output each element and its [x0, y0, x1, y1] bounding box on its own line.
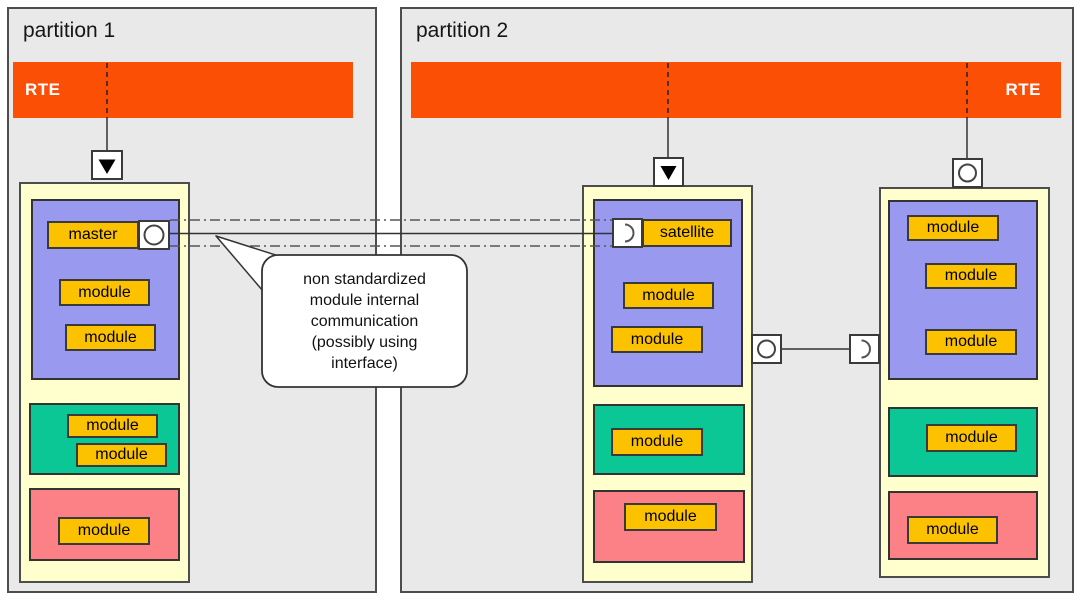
satellite-label: satellite [642, 219, 732, 247]
master-label: master [47, 221, 139, 249]
rte-bar-partition-2: RTE [411, 62, 1061, 118]
callout-line: non standardized [303, 270, 426, 288]
partition-2-title: partition 2 [416, 19, 509, 42]
module-label: module [76, 443, 167, 467]
module-label: module [611, 428, 703, 456]
module-label: module [65, 324, 156, 351]
module-label: module [925, 329, 1017, 355]
module-label: module [624, 503, 717, 531]
module-label: module [623, 282, 714, 309]
callout-note: non standardized module internal communi… [262, 255, 467, 387]
partition-1-title: partition 1 [23, 19, 116, 42]
callout-line: communication [310, 312, 419, 330]
rte-bar-partition-1: RTE [13, 62, 353, 118]
module-label: module [925, 263, 1017, 289]
module-label: module [611, 326, 703, 353]
module-label: module [907, 516, 998, 544]
module-label: module [58, 517, 150, 545]
rte-label-partition-1: RTE [25, 80, 61, 99]
module-label: module [907, 215, 999, 241]
module-label: module [926, 424, 1017, 452]
rte-label-partition-2: RTE [1005, 80, 1041, 99]
module-label: module [59, 279, 150, 306]
callout-line: interface) [331, 354, 398, 372]
callout-line: (possibly using [311, 333, 418, 351]
callout-line: module internal [309, 291, 420, 309]
module-label: module [67, 414, 158, 438]
